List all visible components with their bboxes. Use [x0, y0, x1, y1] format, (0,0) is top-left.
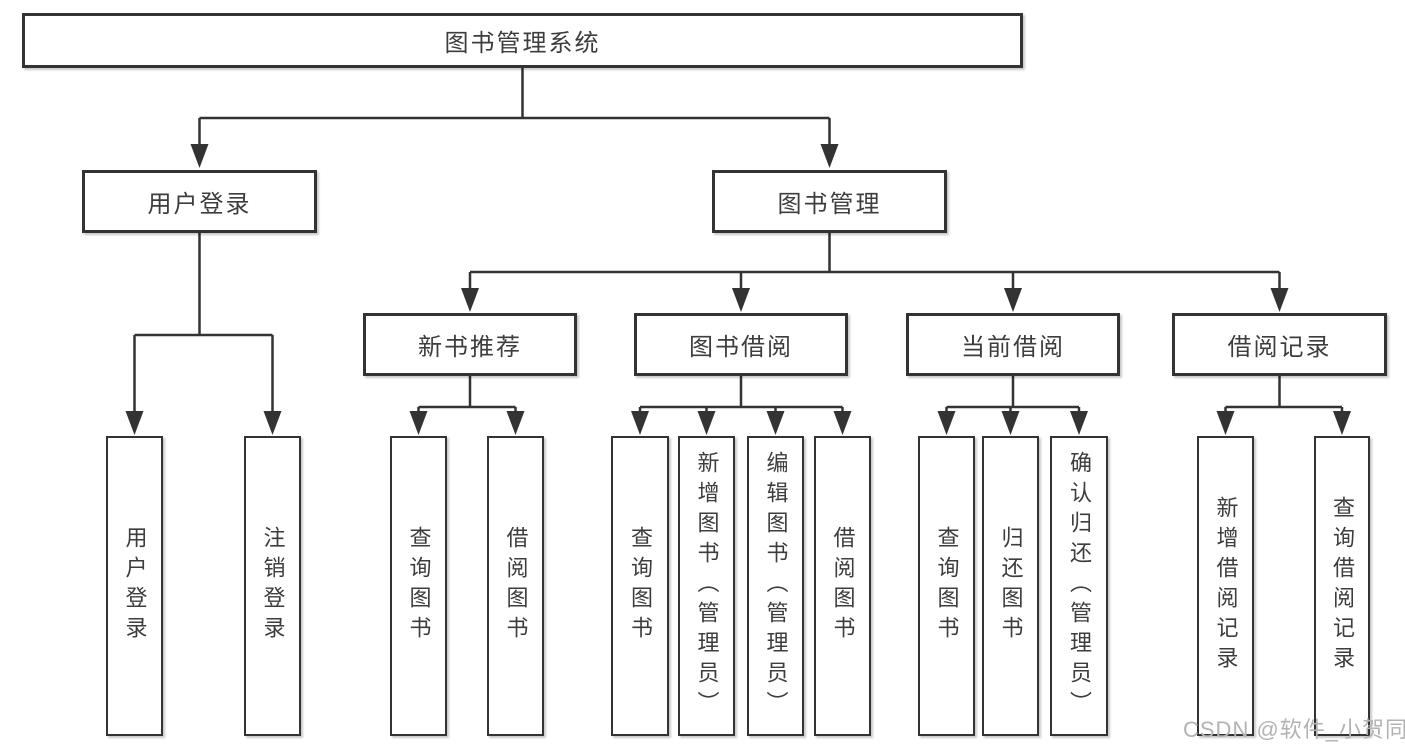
leaf-borrowing-edit-books-admin: 编辑图书（管理员）: [747, 436, 804, 736]
leaf-borrowing-borrow-books: 借阅图书: [814, 436, 871, 736]
arrow-down-icon: [506, 411, 525, 435]
arrow-down-icon: [732, 288, 750, 312]
leaf-new-rec-query-books: 查询图书: [390, 436, 447, 736]
connector-new-book-recommend-to-leaves: [417, 376, 517, 414]
arrow-down-icon: [190, 144, 209, 168]
connector-user-login-to-leaves: [133, 233, 274, 413]
arrow-down-icon: [1216, 411, 1235, 435]
connector-book-management-to-level3: [468, 233, 1281, 290]
arrow-down-icon: [1333, 411, 1351, 435]
leaf-current-return-books: 归还图书: [982, 436, 1039, 736]
arrow-down-icon: [461, 288, 479, 312]
arrow-down-icon: [833, 411, 852, 435]
leaf-user-login: 用户登录: [106, 436, 163, 736]
arrow-down-icon: [697, 411, 716, 435]
csdn-watermark: CSDN @软件_小贺同学: [1183, 717, 1405, 742]
connector-current-borrowing-to-leaves: [945, 376, 1081, 414]
arrow-down-icon: [631, 411, 649, 435]
node-new-book-recommend: 新书推荐: [363, 313, 577, 376]
arrow-down-icon: [263, 411, 282, 435]
leaf-current-confirm-return-admin: 确认归还（管理员）: [1050, 436, 1108, 736]
arrow-down-icon: [1070, 411, 1088, 435]
arrow-down-icon: [820, 144, 839, 168]
node-borrowing-records: 借阅记录: [1172, 313, 1387, 376]
node-book-management: 图书管理: [712, 170, 947, 233]
arrow-down-icon: [409, 411, 428, 435]
arrow-down-icon: [1004, 288, 1022, 312]
arrow-down-icon: [937, 411, 956, 435]
arrow-down-icon: [125, 411, 144, 435]
arrow-down-icon: [766, 411, 785, 435]
leaf-borrowing-add-books-admin: 新增图书（管理员）: [678, 436, 735, 736]
arrow-down-icon: [1001, 411, 1020, 435]
leaf-records-add-borrow-record: 新增借阅记录: [1197, 436, 1254, 736]
leaf-borrowing-query-books: 查询图书: [611, 436, 669, 736]
node-book-borrowing: 图书借阅: [634, 313, 848, 376]
arrow-down-icon: [1270, 288, 1289, 312]
arrowheads: [125, 144, 1351, 435]
leaf-new-rec-borrow-books: 借阅图书: [487, 436, 544, 736]
node-library-management-system: 图书管理系统: [22, 13, 1023, 68]
leaf-logout-login: 注销登录: [244, 436, 301, 736]
leaf-current-query-books: 查询图书: [918, 436, 975, 736]
connector-root-to-level2: [198, 68, 831, 146]
connector-book-borrowing-to-leaves: [638, 376, 844, 414]
node-current-borrowing: 当前借阅: [906, 313, 1120, 376]
node-user-login: 用户登录: [82, 170, 317, 233]
leaf-records-query-borrow-record: 查询借阅记录: [1314, 436, 1370, 736]
connector-borrowing-records-to-leaves: [1224, 376, 1344, 414]
